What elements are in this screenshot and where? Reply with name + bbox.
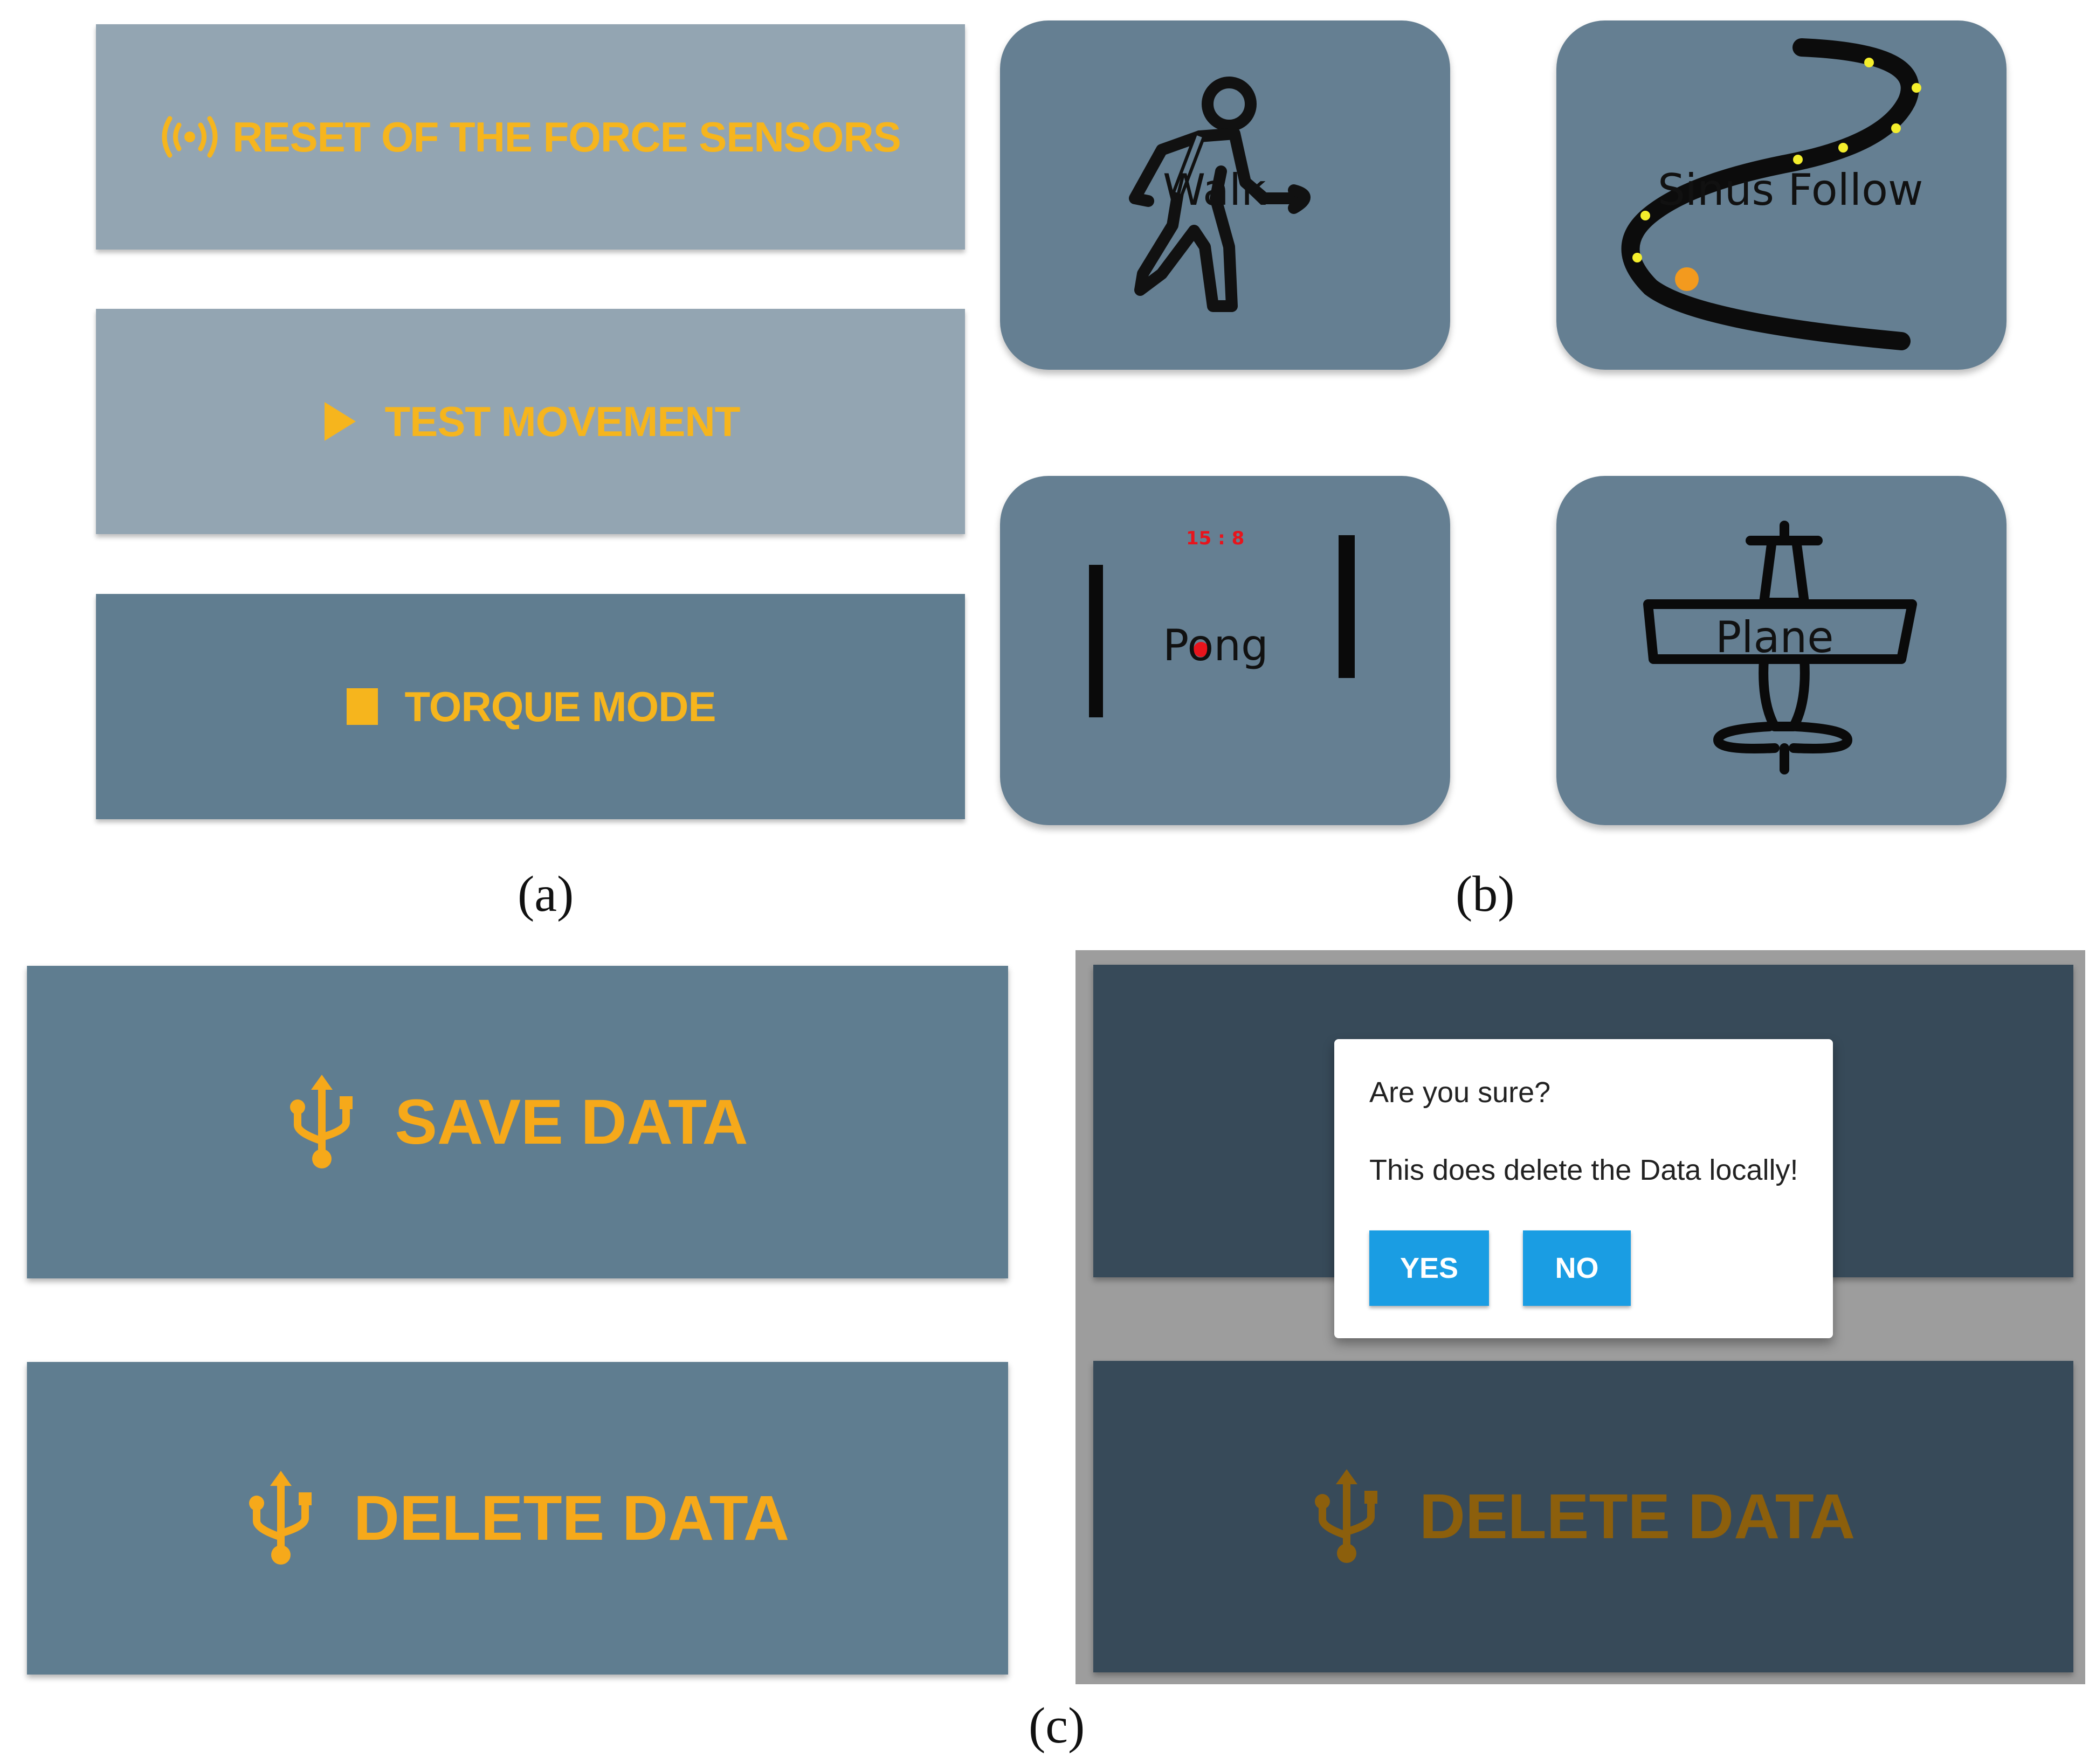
pong-score: 15 : 8 (1186, 528, 1245, 549)
pong-game-icon (1089, 535, 1355, 717)
caption-a: (a) (518, 866, 574, 922)
play-icon (324, 402, 356, 441)
walk-tile[interactable]: Walk (1000, 20, 1450, 370)
pong-tile[interactable]: 15 : 8 Pong (1000, 476, 1450, 825)
usb-icon (1314, 1469, 1377, 1563)
save-data-button[interactable]: SAVE DATA (27, 966, 1008, 1278)
confirm-dialog: Are you sure? This does delete the Data … (1334, 1039, 1833, 1338)
dimmed-delete-data-button: DELETE DATA (1093, 1361, 2073, 1672)
usb-icon (290, 1075, 353, 1168)
pong-label: Pong (1163, 620, 1268, 670)
torque-mode-button[interactable]: TORQUE MODE (96, 594, 965, 819)
sinus-follow-tile[interactable]: Sinus Follow (1556, 20, 2007, 370)
sine-follow-cursor (1675, 267, 1699, 291)
dialog-title: Are you sure? (1369, 1076, 1551, 1109)
airplane-icon (1643, 521, 1917, 774)
sinus-follow-label: Sinus Follow (1658, 165, 1923, 215)
dimmed-delete-data-label: DELETE DATA (1419, 1481, 1856, 1552)
reset-force-sensors-label: RESET OF THE FORCE SENSORS (232, 113, 901, 161)
stop-icon (346, 688, 378, 725)
delete-data-button[interactable]: DELETE DATA (27, 1362, 1008, 1675)
test-movement-button[interactable]: TEST MOVEMENT (96, 309, 965, 534)
save-data-label: SAVE DATA (395, 1087, 748, 1158)
yes-button[interactable]: YES (1369, 1230, 1489, 1306)
plane-label: Plane (1715, 612, 1834, 662)
usb-icon (249, 1471, 312, 1565)
caption-b: (b) (1456, 866, 1515, 922)
pong-ball (1194, 642, 1209, 657)
dialog-message: This does delete the Data locally! (1369, 1154, 1798, 1186)
test-movement-label: TEST MOVEMENT (384, 397, 741, 445)
walk-label: Walk (1163, 165, 1266, 215)
broadcast-icon (162, 116, 218, 158)
delete-data-label: DELETE DATA (353, 1483, 790, 1554)
plane-tile[interactable]: Plane (1556, 476, 2007, 825)
no-button[interactable]: NO (1523, 1230, 1631, 1306)
torque-mode-label: TORQUE MODE (404, 682, 716, 730)
walking-person-icon (1129, 77, 1311, 312)
caption-c: (c) (1029, 1698, 1085, 1754)
sine-path-icon (1621, 38, 1921, 350)
reset-force-sensors-button[interactable]: RESET OF THE FORCE SENSORS (96, 24, 965, 250)
